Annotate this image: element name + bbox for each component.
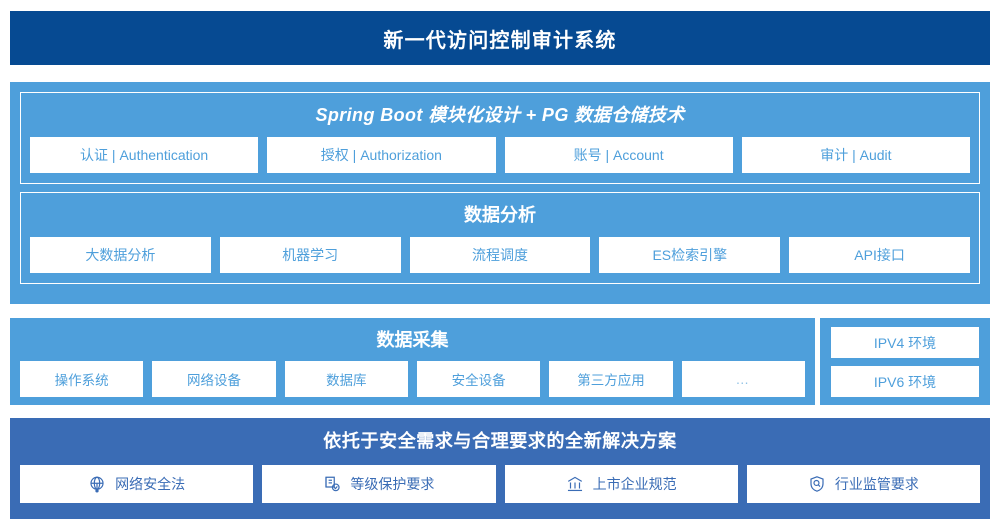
card-authentication[interactable]: 认证 | Authentication	[30, 137, 259, 173]
data-analysis-title: 数据分析	[464, 205, 536, 225]
spring-boot-title: Spring Boot 模块化设计 + PG 数据仓储技术	[315, 105, 685, 125]
card-label: IPV4 环境	[873, 334, 937, 351]
card-authorization[interactable]: 授权 | Authorization	[267, 137, 496, 173]
bank-icon	[566, 475, 584, 493]
card-es-search-engine[interactable]: ES检索引擎	[599, 237, 781, 273]
spring-boot-card-row: 认证 | Authentication 授权 | Authorization 账…	[30, 137, 970, 173]
card-security-device[interactable]: 安全设备	[416, 361, 541, 397]
card-label: …	[735, 371, 752, 387]
card-machine-learning[interactable]: 机器学习	[219, 237, 401, 273]
card-label: 等级保护要求	[350, 476, 435, 492]
data-analysis-card-row: 大数据分析 机器学习 流程调度 ES检索引擎 API接口	[30, 237, 970, 273]
solution-title: 依托于安全需求与合理要求的全新解决方案	[323, 431, 677, 451]
card-operating-system[interactable]: 操作系统	[20, 361, 144, 397]
card-api-interface[interactable]: API接口	[789, 237, 970, 273]
card-label: 第三方应用	[577, 373, 645, 388]
card-third-party-application[interactable]: 第三方应用	[549, 361, 673, 397]
card-label: 上市企业规范	[592, 476, 677, 492]
card-label: 审计 | Audit	[820, 147, 892, 163]
card-label: 行业监管要求	[834, 476, 919, 492]
shield-search-icon	[808, 475, 826, 493]
card-process-scheduling[interactable]: 流程调度	[409, 237, 591, 273]
data-collection-band: 数据采集 操作系统 网络设备 数据库 安全设备 第三方应用 …	[10, 318, 815, 405]
card-label: 认证 | Authentication	[80, 147, 209, 163]
data-collection-card-row: 操作系统 网络设备 数据库 安全设备 第三方应用 …	[20, 361, 805, 397]
data-analysis-group: 数据分析 大数据分析 机器学习 流程调度 ES检索引擎 API接口	[20, 192, 980, 284]
card-label: 授权 | Authorization	[320, 147, 442, 163]
card-big-data-analysis[interactable]: 大数据分析	[30, 237, 211, 273]
data-collection-title: 数据采集	[376, 330, 449, 350]
platform-band: Spring Boot 模块化设计 + PG 数据仓储技术 认证 | Authe…	[10, 82, 990, 304]
card-cybersecurity-law[interactable]: 网络安全法	[20, 465, 254, 503]
card-ipv4-environment[interactable]: IPV4 环境	[831, 327, 979, 358]
card-more[interactable]: …	[681, 361, 805, 397]
card-network-device[interactable]: 网络设备	[152, 361, 276, 397]
card-label: ES检索引擎	[652, 247, 728, 263]
card-audit[interactable]: 审计 | Audit	[741, 137, 970, 173]
environment-stack: IPV4 环境 IPV6 环境	[831, 327, 979, 397]
card-database[interactable]: 数据库	[284, 361, 408, 397]
card-label: 操作系统	[54, 373, 109, 388]
card-label: 网络设备	[186, 373, 241, 388]
card-label: 流程调度	[471, 247, 528, 263]
solution-card-row: 网络安全法 等级保护要求	[20, 465, 980, 503]
spring-boot-group: Spring Boot 模块化设计 + PG 数据仓储技术 认证 | Authe…	[20, 92, 980, 184]
card-industry-regulation[interactable]: 行业监管要求	[746, 465, 980, 503]
globe-icon	[88, 475, 106, 493]
environment-band: IPV4 环境 IPV6 环境	[820, 318, 990, 405]
card-label: 安全设备	[451, 373, 506, 388]
card-account[interactable]: 账号 | Account	[504, 137, 733, 173]
page-title: 新一代访问控制审计系统	[383, 29, 617, 52]
card-ipv6-environment[interactable]: IPV6 环境	[831, 366, 979, 397]
card-label: 大数据分析	[85, 247, 156, 263]
card-label: API接口	[854, 247, 905, 263]
card-classified-protection[interactable]: 等级保护要求	[262, 465, 496, 503]
card-label: 账号 | Account	[573, 147, 664, 163]
card-label: 网络安全法	[115, 476, 186, 492]
solution-band: 依托于安全需求与合理要求的全新解决方案 网络安全法	[10, 418, 990, 519]
card-label: 机器学习	[282, 247, 339, 263]
page-title-bar: 新一代访问控制审计系统	[10, 11, 990, 65]
document-check-icon	[323, 475, 341, 493]
card-label: IPV6 环境	[873, 373, 937, 390]
card-listed-enterprise-standard[interactable]: 上市企业规范	[504, 465, 738, 503]
card-label: 数据库	[326, 373, 367, 388]
